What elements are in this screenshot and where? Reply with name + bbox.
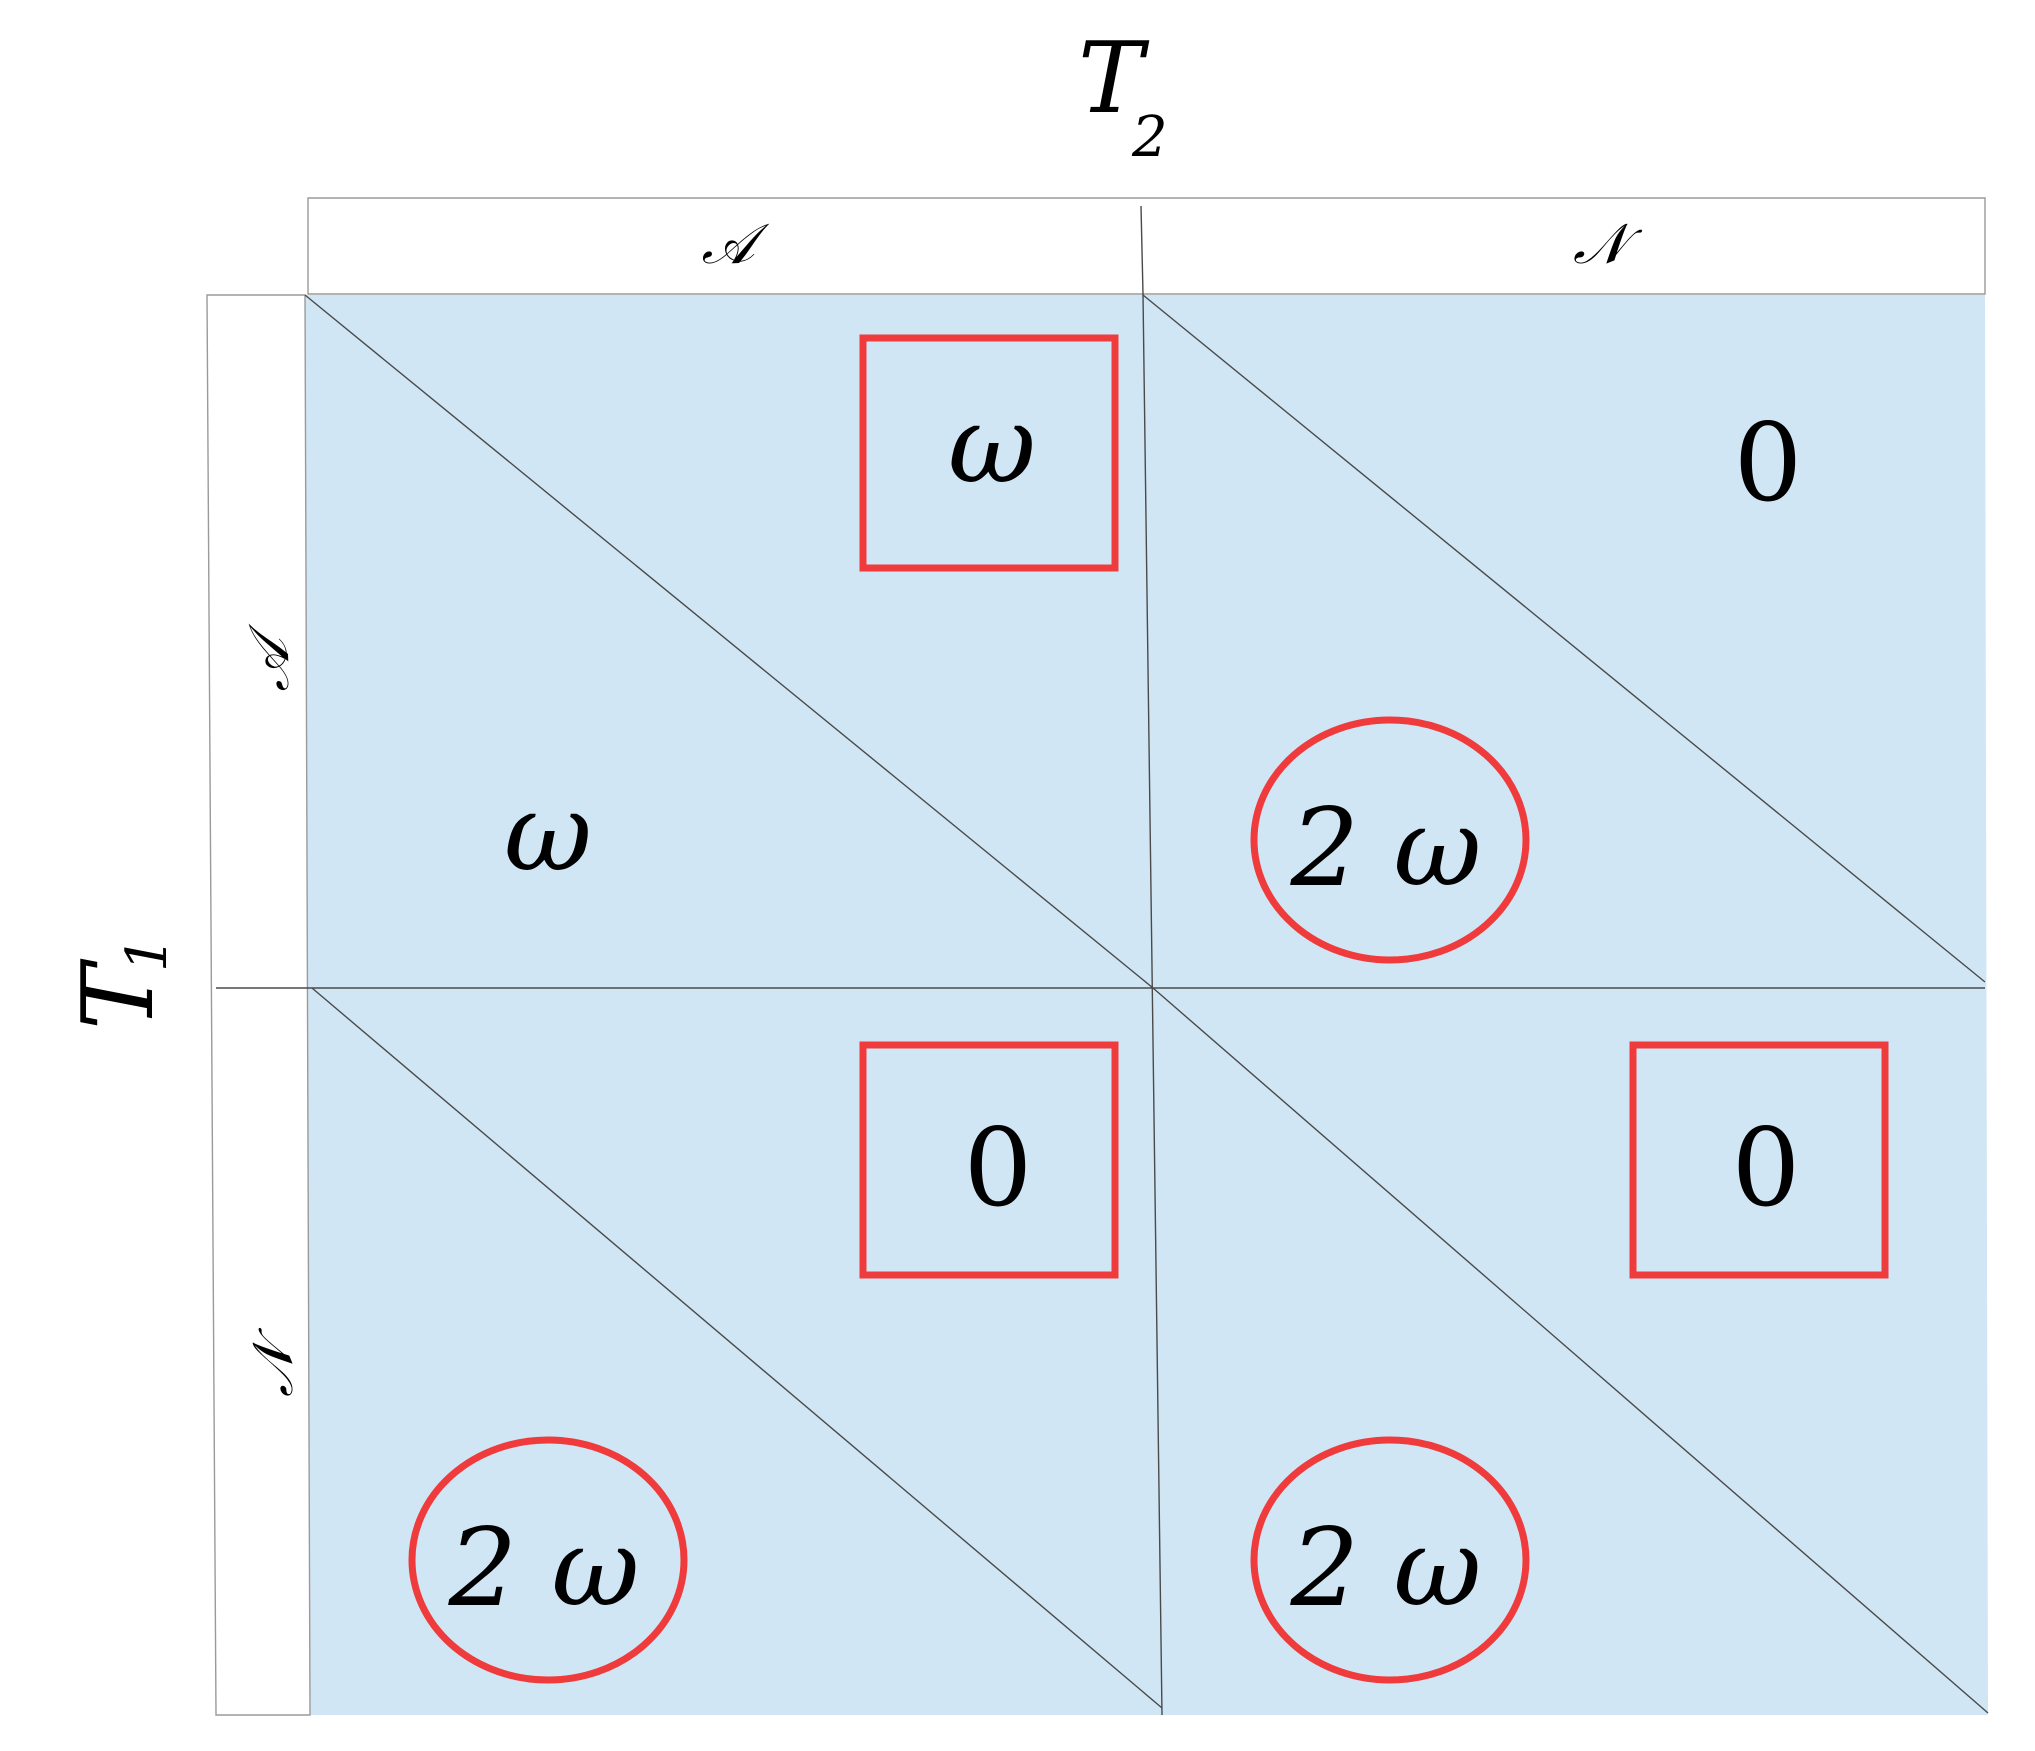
- best-response-circle: [1250, 1436, 1530, 1684]
- row-player-payoff: 2 ω: [1289, 1506, 1481, 1631]
- vertical-divider: [1142, 293, 1163, 1716]
- cell-diagonal: [304, 294, 1154, 989]
- best-response-circle: [1250, 716, 1530, 964]
- row-player-label-group: T 1: [62, 936, 180, 1030]
- row-player-payoff: ω: [504, 771, 592, 896]
- cell-diagonal: [1152, 987, 1989, 1714]
- best-response-square: [859, 1041, 1119, 1279]
- column-player-payoff: 0: [1732, 1106, 1801, 1231]
- cell-diagonal: [1142, 294, 1986, 983]
- column-player-subscript: 2: [1131, 105, 1168, 170]
- best-response-circle: [408, 1436, 688, 1684]
- column-player-payoff: 0: [964, 1106, 1033, 1231]
- column-player-payoff: 0: [1734, 401, 1803, 526]
- best-response-square: [859, 334, 1119, 572]
- column-header-box: [307, 197, 1986, 295]
- row-player-payoff: 2 ω: [1289, 786, 1481, 911]
- row-player-label: T: [62, 958, 176, 1030]
- row-header-box: [206, 294, 311, 1716]
- column-player-label: T: [1078, 22, 1150, 136]
- column-player-payoff: ω: [948, 383, 1036, 508]
- matrix-background: [305, 295, 1988, 1715]
- best-response-square: [1629, 1041, 1889, 1279]
- cell-diagonal: [311, 987, 1163, 1709]
- column-header-divider: [1140, 205, 1144, 295]
- row-player-payoff: 2 ω: [447, 1506, 639, 1631]
- row-player-subscript: 1: [115, 936, 180, 972]
